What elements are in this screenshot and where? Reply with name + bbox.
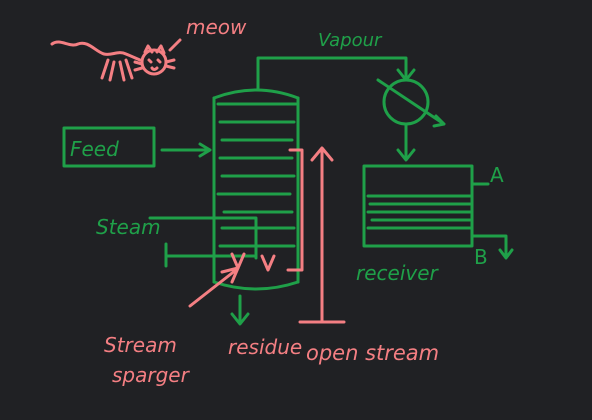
vapour-line: [256, 56, 408, 92]
receiver-liquid-lines: [366, 194, 474, 230]
receiver-label: receiver: [356, 261, 440, 285]
residue-arrow: [230, 294, 250, 326]
outlet-b-arrow: [470, 234, 514, 260]
cat-doodle: [50, 38, 182, 82]
feed-label: Feed: [70, 137, 119, 161]
sparger-arrow: [188, 266, 240, 308]
feed-arrow: [160, 142, 212, 158]
open-stream-arrow: [310, 146, 334, 324]
open-stream-pipe: [286, 148, 304, 272]
stream-sparger-label-line1: Stream: [104, 333, 177, 357]
feed-box: [62, 126, 156, 168]
meow-label: meow: [186, 15, 247, 39]
receiver-tank: [362, 164, 474, 248]
condensate-arrow: [396, 122, 416, 162]
steam-line: [148, 216, 258, 260]
vapour-label: Vapour: [318, 30, 383, 51]
open-stream-label: open stream: [306, 341, 439, 365]
outlet-a-label: A: [490, 163, 504, 187]
condenser-coil-arrow: [376, 78, 446, 128]
stream-sparger-label-line2: sparger: [112, 363, 191, 387]
residue-label: residue: [228, 335, 302, 359]
distillation-column: [212, 88, 300, 291]
outlet-b-label: B: [474, 245, 488, 269]
steam-header: [164, 242, 256, 268]
